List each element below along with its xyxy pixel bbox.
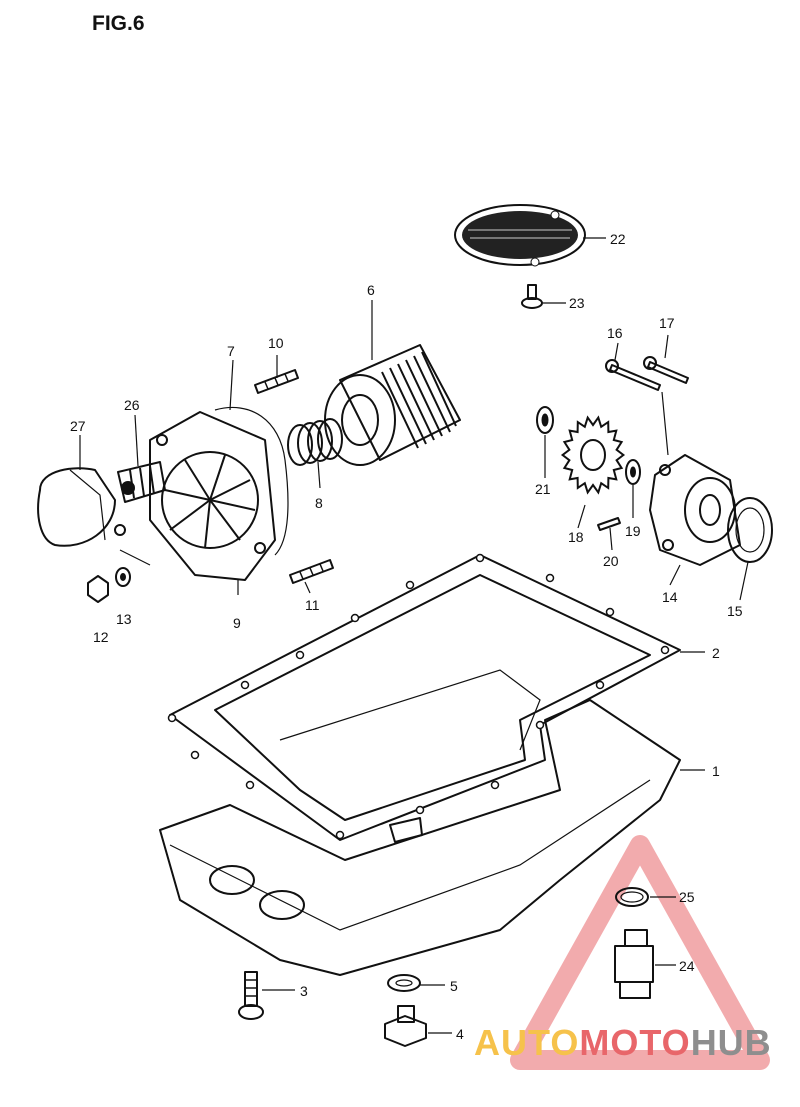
callout-7: 7	[227, 343, 235, 359]
part-9-oil-filter-cover	[149, 411, 276, 581]
part-8-spring	[287, 418, 343, 466]
part-2-oil-pan-gasket	[167, 553, 681, 841]
part-3-bolt	[238, 971, 264, 1020]
watermark-auto: AUTO	[474, 1022, 580, 1063]
callout-25: 25	[679, 889, 695, 905]
part-18-oil-pump-gear	[560, 415, 626, 495]
callout-15: 15	[727, 603, 743, 619]
callout-27: 27	[70, 418, 86, 434]
callout-26: 26	[124, 397, 140, 413]
callout-20: 20	[603, 553, 619, 569]
part-1-oil-pan	[159, 669, 681, 976]
part-23-bolt	[521, 284, 543, 309]
callout-17: 17	[659, 315, 675, 331]
callout-6: 6	[367, 282, 375, 298]
callout-11: 11	[305, 597, 320, 613]
callout-10: 10	[268, 335, 284, 351]
callout-24: 24	[679, 958, 695, 974]
part-22-strainer	[454, 204, 586, 267]
watermark-hub: HUB	[690, 1022, 772, 1063]
callout-19: 19	[625, 523, 641, 539]
callout-2: 2	[712, 645, 720, 661]
callout-22: 22	[610, 231, 626, 247]
figure-title: FIG.6	[92, 12, 145, 35]
callout-13: 13	[116, 611, 132, 627]
part-20-pin	[597, 517, 621, 531]
callout-1: 1	[712, 763, 720, 779]
callout-18: 18	[568, 529, 584, 545]
part-11-dowel	[289, 559, 334, 584]
part-4-drain-plug	[384, 1005, 427, 1047]
callout-9: 9	[233, 615, 241, 631]
callout-21: 21	[535, 481, 551, 497]
part-17-bolt	[643, 356, 689, 384]
callout-14: 14	[662, 589, 678, 605]
watermark-text: AUTOMOTOHUB	[474, 1022, 772, 1064]
part-5-gasket	[387, 974, 421, 992]
part-27-cap	[37, 467, 126, 547]
callout-4: 4	[456, 1026, 464, 1042]
part-7-gasket	[214, 406, 289, 556]
watermark-moto: MOTO	[579, 1022, 691, 1063]
part-15-oil-pump-gasket	[727, 497, 773, 563]
watermark-triangle	[510, 835, 770, 1070]
leader-lines	[79, 237, 749, 1034]
part-24-plug	[614, 929, 654, 999]
callout-3: 3	[300, 983, 308, 999]
callout-5: 5	[450, 978, 458, 994]
part-6-oil-filter	[324, 344, 461, 466]
part-26-oil-pressure-switch	[117, 461, 166, 503]
part-21-circlip	[536, 406, 554, 434]
part-12-nut	[87, 575, 109, 603]
part-25-o-ring	[615, 887, 649, 907]
callout-12: 12	[93, 629, 109, 645]
callout-23: 23	[569, 295, 585, 311]
part-13-washer	[115, 567, 131, 587]
callout-8: 8	[315, 495, 323, 511]
part-19-washer	[625, 459, 641, 485]
part-10-dowel	[254, 369, 299, 394]
callout-labels: 1 2 3 4 5 6 7 8 9 10 11 12 13 14 15 16 1…	[70, 231, 743, 1042]
part-16-bolt	[605, 359, 661, 391]
part-14-oil-pump	[649, 454, 741, 566]
callout-16: 16	[607, 325, 623, 341]
